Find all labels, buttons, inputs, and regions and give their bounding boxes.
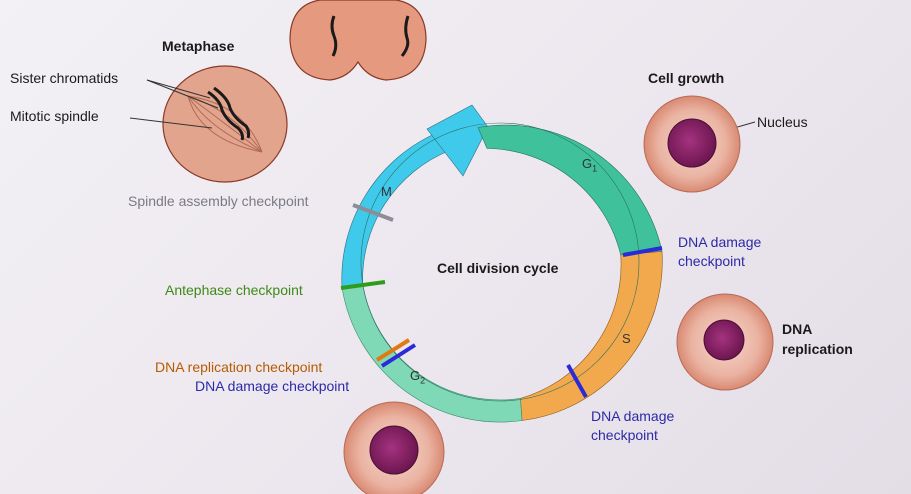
cycle-arrowhead bbox=[426, 104, 489, 177]
dna-damage-checkpoint-s-label-line1: DNA damage bbox=[591, 408, 675, 424]
spindle-assembly-checkpoint-label: Spindle assembly checkpoint bbox=[128, 193, 309, 209]
dna-damage-checkpoint-g1-label-line1: DNA damage bbox=[678, 234, 762, 250]
metaphase-label: Metaphase bbox=[162, 38, 235, 54]
dna-damage-checkpoint-g1-label-line2: checkpoint bbox=[678, 253, 745, 269]
nucleus-label: Nucleus bbox=[757, 114, 808, 130]
phase-label-g2: G2 bbox=[410, 368, 425, 386]
dna-replication-cell bbox=[676, 293, 774, 391]
dna-damage-checkpoint-g2-label: DNA damage checkpoint bbox=[195, 378, 350, 394]
checkpoint-mark-dna-replication bbox=[375, 338, 411, 362]
phase-segment-g1 bbox=[477, 124, 663, 256]
dna-replication-label-line1: DNA bbox=[782, 321, 813, 337]
checkpoint-mark-spindle-assembly bbox=[352, 203, 394, 222]
diagram-title: Cell division cycle bbox=[437, 260, 559, 276]
phase-segment-g2 bbox=[341, 283, 523, 423]
checkpoint-mark-dna-damage-g2 bbox=[380, 343, 417, 368]
checkpoint-mark-antephase bbox=[340, 280, 386, 290]
cell-growth-cell bbox=[643, 95, 741, 193]
cell-growth-label: Cell growth bbox=[648, 70, 725, 86]
phase-label-g1-sub: 1 bbox=[592, 163, 598, 174]
phase-label-m: M bbox=[381, 184, 392, 199]
checkpoint-mark-dna-damage-s bbox=[566, 364, 588, 398]
dna-replication-label-line2: replication bbox=[782, 341, 853, 357]
metaphase-cell-pinched bbox=[289, 0, 427, 81]
checkpoint-mark-dna-damage-g1 bbox=[622, 246, 663, 257]
phase-segment-s bbox=[520, 251, 663, 421]
phase-label-s: S bbox=[622, 331, 631, 346]
phase-label-g2-sub: 2 bbox=[420, 375, 426, 386]
g2-cell bbox=[343, 401, 445, 494]
sister-chromatids-label: Sister chromatids bbox=[10, 70, 119, 86]
ring-inner-border bbox=[360, 122, 640, 402]
dna-damage-checkpoint-s-label-line2: checkpoint bbox=[591, 427, 658, 443]
phase-label-g2-letter: G bbox=[410, 368, 421, 383]
antephase-checkpoint-label: Antephase checkpoint bbox=[165, 282, 303, 298]
phase-segment-m bbox=[341, 131, 450, 288]
dna-replication-checkpoint-label: DNA replication checkpoint bbox=[155, 359, 323, 375]
mitotic-spindle-label: Mitotic spindle bbox=[10, 108, 99, 124]
phase-label-g1-letter: G bbox=[582, 156, 593, 171]
phase-label-g1: G1 bbox=[582, 156, 597, 174]
